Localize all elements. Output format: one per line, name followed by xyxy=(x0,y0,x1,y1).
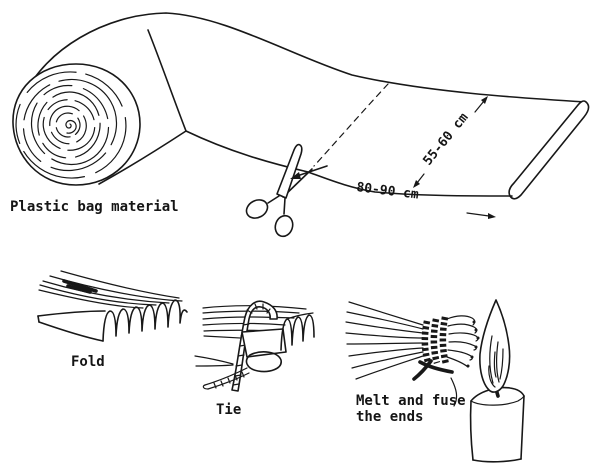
tie-sheet-corner xyxy=(194,355,234,367)
width-dimension-label: 55-60 cm xyxy=(420,110,471,168)
melt-illustration xyxy=(345,299,525,463)
roll-right-profile xyxy=(147,29,187,132)
fold-step-label: Fold xyxy=(71,354,105,370)
roll-center-spiral-icon xyxy=(65,119,77,134)
scissors-handle-loop-right xyxy=(274,214,294,238)
fold-bottom-band xyxy=(37,310,106,342)
scissors-icon xyxy=(245,143,328,238)
candle-bottom xyxy=(472,458,522,463)
candle-top-rim-back xyxy=(470,386,525,402)
tie-accordion-top xyxy=(286,312,314,320)
melt-knot-tails xyxy=(412,359,454,381)
length-arrowhead xyxy=(488,213,496,219)
fold-accordion-edge xyxy=(102,299,188,342)
fold-layer-lines xyxy=(38,270,183,309)
melt-step-label-line1: Melt and fuse xyxy=(356,393,466,409)
fold-shading xyxy=(62,279,98,294)
plastic-roll-illustration xyxy=(12,63,141,186)
length-direction-arrow xyxy=(466,212,496,219)
tie-illustration xyxy=(194,300,315,392)
material-label: Plastic bag material xyxy=(10,199,179,215)
tie-knot-loop xyxy=(245,351,282,373)
roll-spiral-rings xyxy=(15,71,127,179)
melt-cord-wraps xyxy=(421,316,450,365)
candle-right-edge xyxy=(520,395,525,460)
tie-cord-hatching xyxy=(232,303,271,386)
flame-icon xyxy=(479,299,511,393)
width-arrowhead-bottom xyxy=(413,180,420,188)
scissors-handle-loop-left xyxy=(245,199,269,219)
scissors-shanks xyxy=(267,195,286,215)
sheet-top-edge xyxy=(23,12,587,103)
sheet-under-roll-edge xyxy=(98,130,187,185)
candle-top-rim-front xyxy=(470,395,525,406)
tie-cord-tail xyxy=(202,367,250,390)
plastic-sheet-illustration xyxy=(23,12,590,200)
fold-illustration xyxy=(37,270,188,342)
melt-cord-end-curl xyxy=(450,377,458,407)
candle-icon xyxy=(469,383,525,463)
scissors-blade xyxy=(276,143,303,199)
melt-step-label-line2: the ends xyxy=(356,409,423,425)
cut-direction-arrow xyxy=(296,165,328,177)
melt-bundle-strips xyxy=(345,301,424,380)
melt-fused-ends xyxy=(446,315,480,368)
cut-direction-arrowhead xyxy=(290,172,301,179)
candle-left-edge xyxy=(469,400,474,461)
cut-line-icon xyxy=(313,83,389,167)
tie-tail-hatching xyxy=(213,371,245,389)
sheet-bottom-edge xyxy=(185,130,513,197)
width-dimension-arrows xyxy=(413,96,488,188)
tie-front-face xyxy=(241,328,287,358)
tie-step-label: Tie xyxy=(216,402,241,418)
tie-accordion-edge xyxy=(280,314,315,351)
flame-inner-lines xyxy=(488,335,504,388)
flame-outline xyxy=(479,299,511,393)
length-dimension-label: 80-90 cm xyxy=(356,180,420,203)
width-arrowhead-top xyxy=(481,96,488,104)
sheet-right-edge xyxy=(508,100,590,200)
